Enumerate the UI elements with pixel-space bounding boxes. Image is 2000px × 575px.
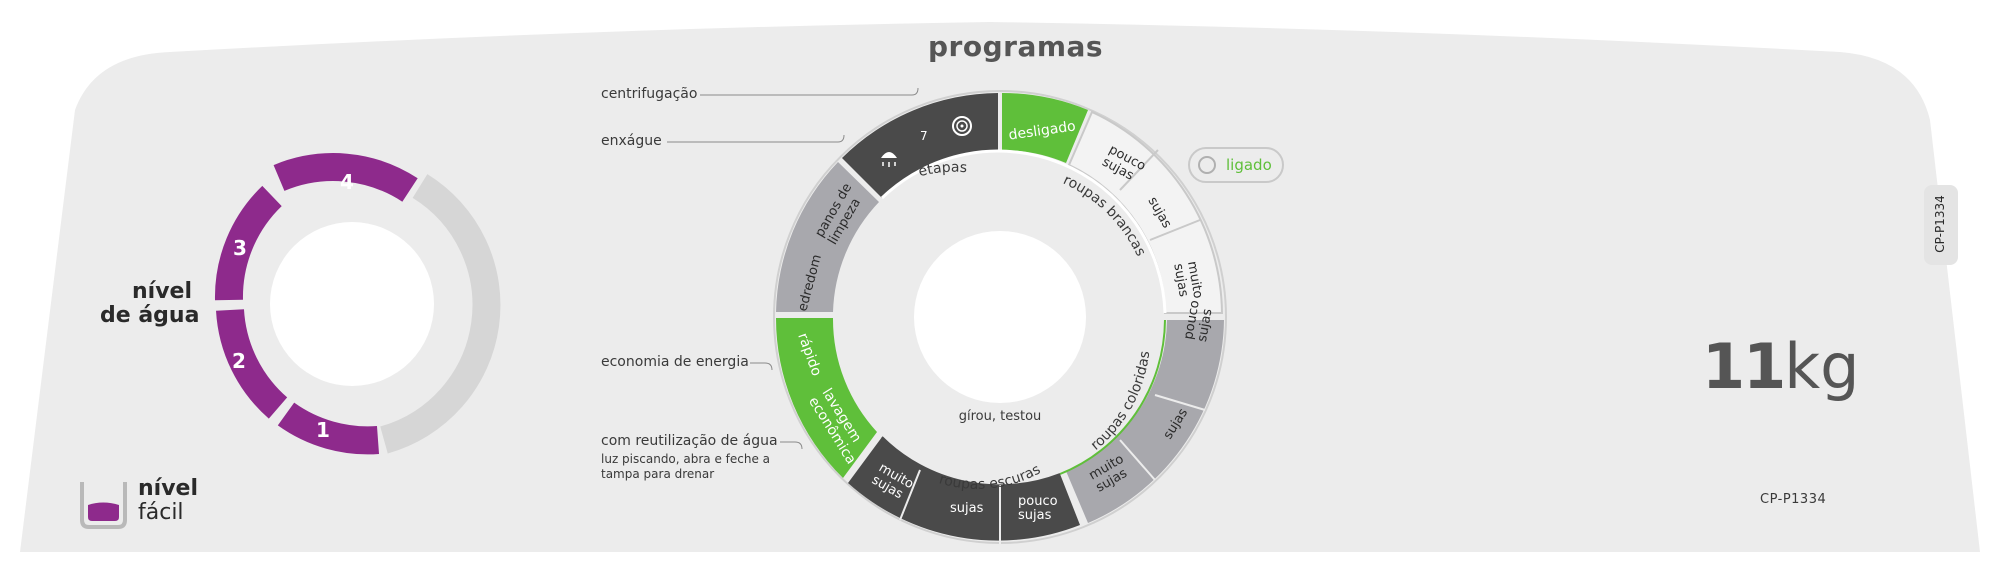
program-segment-roupas-escuras-group[interactable] xyxy=(848,437,1080,541)
side-tab xyxy=(1924,185,1958,265)
water-level-label-4: 4 xyxy=(340,170,354,194)
water-level-label-1: 1 xyxy=(316,418,330,442)
water-level-label-3: 3 xyxy=(233,236,247,260)
etapas-label: etapas xyxy=(917,160,968,181)
water-level-title-line1: nível xyxy=(131,279,192,304)
water-level-segment-2[interactable] xyxy=(216,308,288,419)
sujas-label-3: sujas xyxy=(950,501,984,516)
program-segment-etapas[interactable] xyxy=(842,93,998,198)
water-level-segment-1[interactable] xyxy=(277,402,380,455)
power-label: ligado xyxy=(1226,156,1272,174)
pouco-sujas-label-2: poucosujas xyxy=(1181,299,1216,343)
etapas-count: 7 xyxy=(920,129,928,143)
girou-testou-label: gírou, testou xyxy=(959,409,1042,424)
model-code: CP-P1334 xyxy=(1760,492,1827,507)
panel-title: programas xyxy=(928,30,1104,63)
water-level-inactive-ring xyxy=(380,174,501,454)
water-level-knob-center[interactable] xyxy=(270,222,434,386)
program-inner-ring-green xyxy=(1059,319,1166,475)
power-button[interactable]: ligado xyxy=(1188,147,1284,183)
side-tab-code: CP-P1334 xyxy=(1933,195,1947,253)
program-segment-desligado[interactable] xyxy=(1002,92,1088,163)
water-level-dial[interactable] xyxy=(214,153,501,455)
callout-economia: economia de energia xyxy=(601,354,749,370)
program-segment-roupas-coloridas-group[interactable] xyxy=(1066,320,1224,523)
capacity: 11kg xyxy=(1702,330,1860,403)
water-level-title: nível de água xyxy=(100,279,200,328)
program-knob-center[interactable] xyxy=(914,231,1086,403)
water-level-segment-4[interactable] xyxy=(273,153,418,202)
program-inner-ring-white xyxy=(880,149,1167,314)
water-level-title-line2: de água xyxy=(100,303,200,328)
capacity-number: 11 xyxy=(1702,330,1786,403)
spin-icon xyxy=(952,116,972,136)
callout-enxague: enxágue xyxy=(601,133,662,149)
program-inner-ring-dark xyxy=(881,436,1061,487)
callout-lines xyxy=(667,87,919,450)
program-dial[interactable] xyxy=(773,90,1227,545)
program-segment-especiais-group[interactable] xyxy=(776,162,879,312)
callout-reutilizacao-sub: luz piscando, abra e feche a tampa para … xyxy=(601,452,771,481)
brand-logo: nível fácil xyxy=(138,477,198,525)
muito-sujas-label-1: muitosujas xyxy=(1170,260,1205,302)
program-segment-economia-group[interactable] xyxy=(775,318,877,478)
bucket-icon xyxy=(80,482,127,529)
power-indicator-icon xyxy=(1198,156,1216,174)
water-level-label-2: 2 xyxy=(232,349,246,373)
brand-line2: fácil xyxy=(138,500,184,525)
brand-line1: nível xyxy=(138,476,199,501)
callout-reutilizacao: com reutilização de água xyxy=(601,433,778,449)
water-level-segment-3[interactable] xyxy=(214,185,282,301)
capacity-unit: kg xyxy=(1784,330,1860,403)
rinse-icon xyxy=(881,152,897,167)
callout-centrifugacao: centrifugação xyxy=(601,86,698,102)
